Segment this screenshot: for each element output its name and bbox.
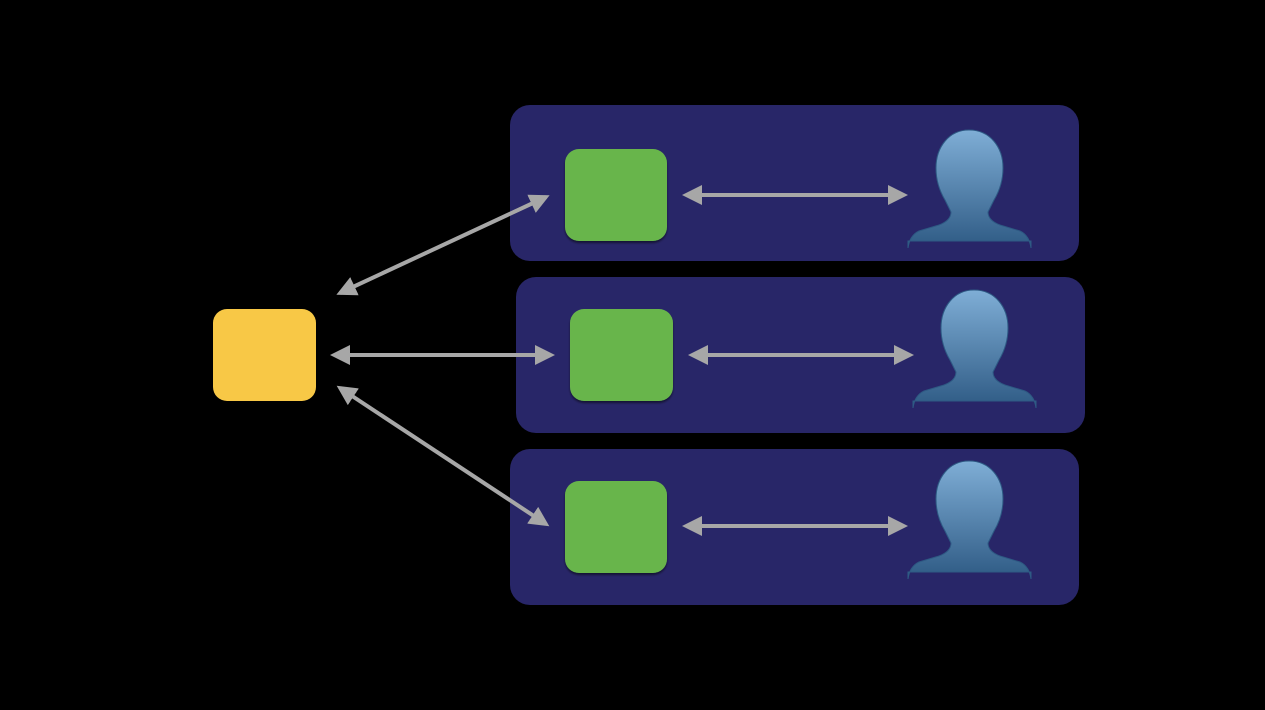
- client-node-3: [565, 481, 667, 573]
- server-client-arrow-3: [336, 385, 550, 527]
- user-icon-2: [912, 289, 1037, 409]
- server-node: [213, 309, 316, 401]
- user-icon-1: [907, 129, 1032, 249]
- client-node-2: [570, 309, 673, 401]
- user-icon-3: [907, 460, 1032, 580]
- server-client-arrow-1: [336, 194, 550, 296]
- client-node-1: [565, 149, 667, 241]
